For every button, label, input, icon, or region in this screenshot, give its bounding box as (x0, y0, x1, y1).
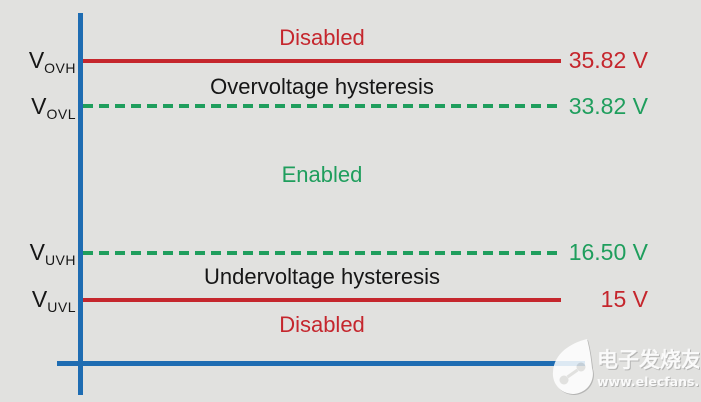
vuvl-symbol: V (31, 286, 48, 312)
line-vovh-solid-red (83, 59, 561, 63)
elecfans-watermark: 电子发烧友 www.elecfans.com (552, 339, 699, 394)
vuvh-symbol: V (29, 239, 45, 265)
threshold-label-vovl: VOVL (24, 93, 76, 122)
zone-label-overvoltage-hysteresis: Overvoltage hysteresis (210, 74, 434, 99)
value-vovl: 33.82 V (568, 93, 648, 119)
vuvh-subscript: UVH (44, 252, 76, 268)
value-vuvh: 16.50 V (568, 239, 648, 265)
zone-label-enabled: Enabled (281, 162, 363, 187)
zone-label-undervoltage-hysteresis: Undervoltage hysteresis (203, 264, 440, 289)
threshold-label-vuvl: VUVL (24, 286, 76, 315)
zone-label-disabled-top: Disabled (279, 25, 365, 50)
zone-label-disabled-bottom: Disabled (279, 312, 365, 337)
watermark-site-text: www.elecfans.com (597, 374, 699, 389)
voltage-axis-vertical (78, 13, 83, 395)
value-vovh: 35.82 V (568, 47, 648, 73)
watermark-brand-text: 电子发烧友 (597, 348, 699, 372)
threshold-label-vuvh: VUVH (24, 239, 76, 268)
baseline-axis-horizontal (57, 361, 585, 366)
line-vuvh-dashed-green (83, 251, 561, 255)
vovh-symbol: V (28, 47, 45, 73)
vovl-subscript: OVL (46, 106, 76, 122)
vuvl-subscript: UVL (47, 299, 76, 315)
leaf-logo-icon (552, 339, 593, 394)
value-vuvl: 15 V (600, 286, 648, 312)
threshold-label-vovh: VOVH (24, 47, 76, 76)
vovl-symbol: V (31, 93, 47, 119)
line-vuvl-solid-red (83, 298, 561, 302)
vovh-subscript: OVH (44, 60, 76, 76)
line-vovl-dashed-green (83, 104, 561, 108)
